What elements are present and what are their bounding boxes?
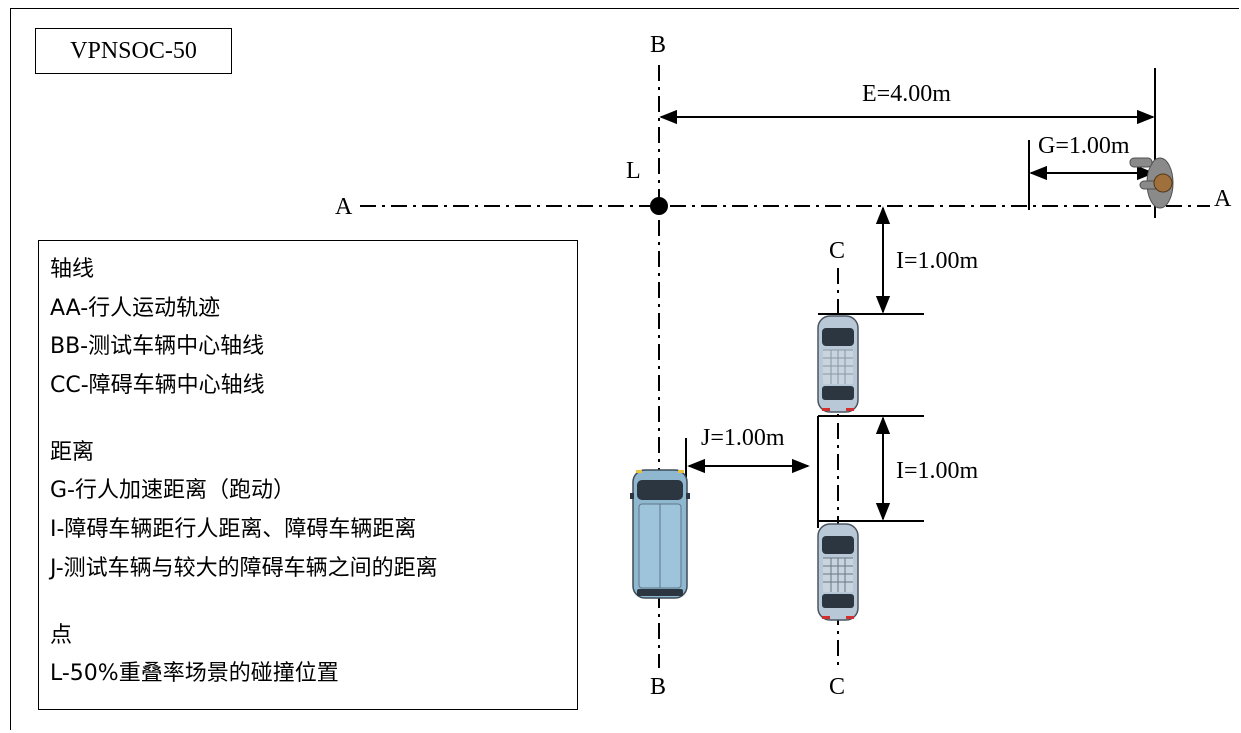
scenario-title: VPNSOC-50 [35,28,232,74]
legend-box: 轴线 AA-行人运动轨迹 BB-测试车辆中心轴线 CC-障碍车辆中心轴线 距离 … [38,240,578,710]
legend-distance-heading: 距离 [50,439,95,465]
dimension-label-i-mid: I=1.00m [896,458,979,484]
test-vehicle [630,469,690,599]
label-l: L [626,158,641,184]
legend-bb: BB-测试车辆中心轴线 [50,334,265,360]
label-a-right: A [1214,186,1232,212]
legend-axes-heading: 轴线 [50,257,95,282]
diagram-frame [10,8,1239,730]
legend-aa: AA-行人运动轨迹 [50,295,221,321]
legend-j: J-测试车辆与较大的障碍车辆之间的距离 [50,555,438,581]
legend-gap [50,406,577,434]
collision-point-l [650,197,668,215]
legend-g: G-行人加速距离（跑动） [50,478,295,504]
obstacle-vehicle-2 [817,523,859,621]
legend-i: I-障碍车辆距行人距离、障碍车辆距离 [50,517,417,543]
dimension-label-j: J=1.00m [701,425,785,451]
scenario-title-text: VPNSOC-50 [70,37,197,64]
legend-point-heading: 点 [50,622,73,648]
label-b-bottom: B [650,674,666,700]
label-b-top: B [650,32,666,58]
legend-gap [50,589,577,617]
label-c-bottom: C [829,674,845,700]
obstacle-vehicle-1 [817,315,859,413]
dimension-label-e: E=4.00m [862,81,951,107]
pedestrian [1129,157,1174,209]
dimension-label-i-top: I=1.00m [896,248,979,274]
label-a-left: A [335,194,353,220]
legend-l: L-50%重叠率场景的碰撞位置 [50,661,339,687]
dimension-label-g: G=1.00m [1038,133,1130,159]
label-c-top: C [829,238,845,264]
legend-cc: CC-障碍车辆中心轴线 [50,373,265,399]
